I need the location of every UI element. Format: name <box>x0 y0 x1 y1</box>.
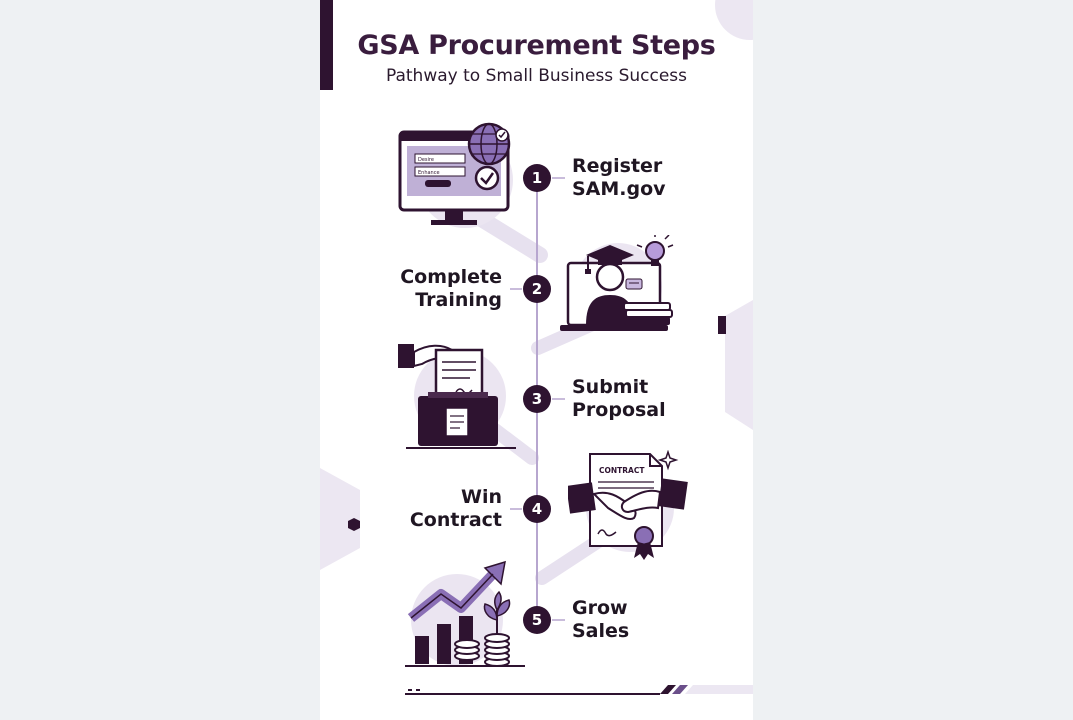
step-4-number: 4 <box>523 495 551 523</box>
graduate-laptop-icon <box>560 235 674 331</box>
form-field-2-text: Enhance <box>418 170 440 176</box>
step-1-number: 1 <box>523 164 551 192</box>
left-accent-bar <box>320 0 333 90</box>
page-title: GSA Procurement Steps <box>357 30 716 61</box>
page-subtitle: Pathway to Small Business Success <box>385 66 688 86</box>
form-field-1-text: Desire <box>418 157 434 163</box>
contract-heading-text: CONTRACT <box>599 466 645 475</box>
growth-chart-icon <box>405 560 525 667</box>
step-3-number: 3 <box>523 385 551 413</box>
step-2-number: 2 <box>523 275 551 303</box>
computer-registration-icon: Desire Enhance <box>398 122 513 228</box>
handshake-contract-icon: CONTRACT <box>568 450 688 560</box>
proposal-submission-icon <box>398 344 516 449</box>
step-5-number: 5 <box>523 606 551 634</box>
infographic-poster: GSA Procurement Steps Pathway to Small B… <box>320 0 753 720</box>
